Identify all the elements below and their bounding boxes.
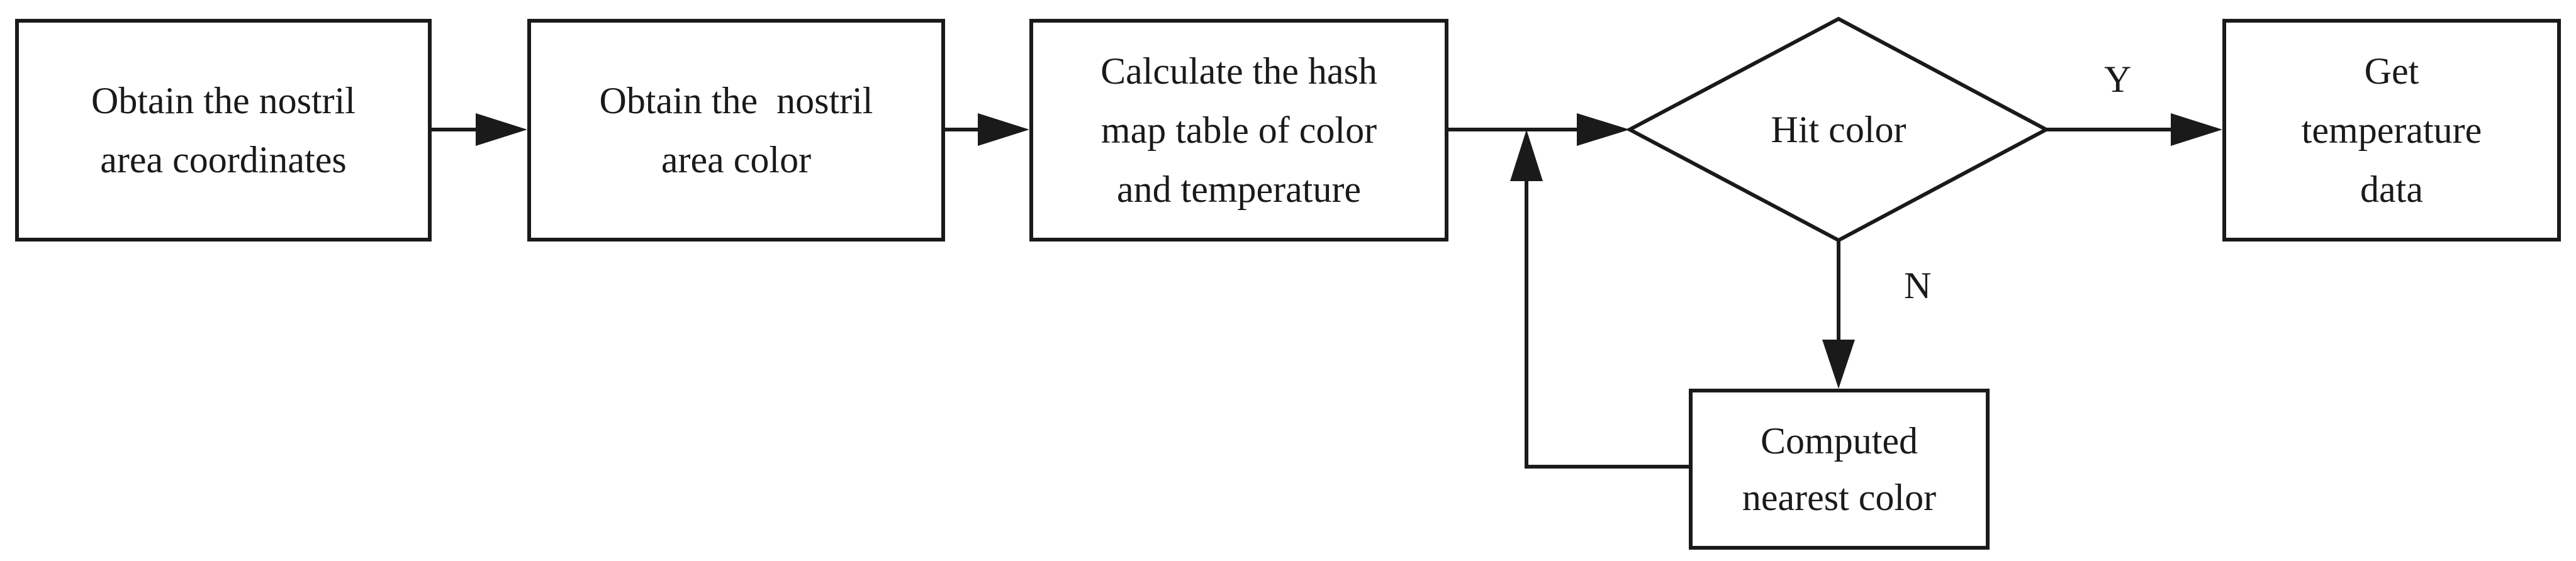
decision-label: Hit color [1771,108,1907,150]
node-get-temperature-data: Get temperature data [2222,19,2561,242]
arrowhead-to-hashmap [978,113,1029,146]
arrowhead-to-decision [1577,113,1630,146]
node-text-line: Obtain the nostril [599,80,873,121]
edge-label-no: N [1904,265,1932,306]
arrowhead-to-temperature [2171,113,2222,146]
edge-nearest-loop-back [1525,172,1689,469]
node-text-line: area color [661,139,812,181]
node-text-line: and temperature [1116,169,1362,210]
edge-label-yes: Y [2104,58,2132,100]
node-obtain-nostril-color: Obtain the nostril area color [527,19,945,242]
decision-diamond [1625,16,2051,243]
arrowhead-loop-up [1510,130,1543,181]
node-text-line: map table of color [1100,109,1377,151]
node-text-line: Computed [1761,420,1918,462]
node-text-line: Get [2364,50,2419,92]
node-text-line: data [2360,169,2423,210]
node-obtain-nostril-coordinates: Obtain the nostril area coordinates [15,19,432,242]
node-text-line: Obtain the nostril [91,80,356,121]
arrowhead-to-color [476,113,527,146]
arrowhead-to-nearest [1822,340,1855,389]
node-text-line: nearest color [1742,477,1937,518]
node-text-line: area coordinates [100,139,347,181]
node-text-line: temperature [2301,109,2482,151]
node-text-line: Calculate the hash [1100,50,1377,92]
node-computed-nearest-color: Computed nearest color [1689,389,1990,550]
node-calculate-hash-map: Calculate the hash map table of color an… [1029,19,1448,242]
